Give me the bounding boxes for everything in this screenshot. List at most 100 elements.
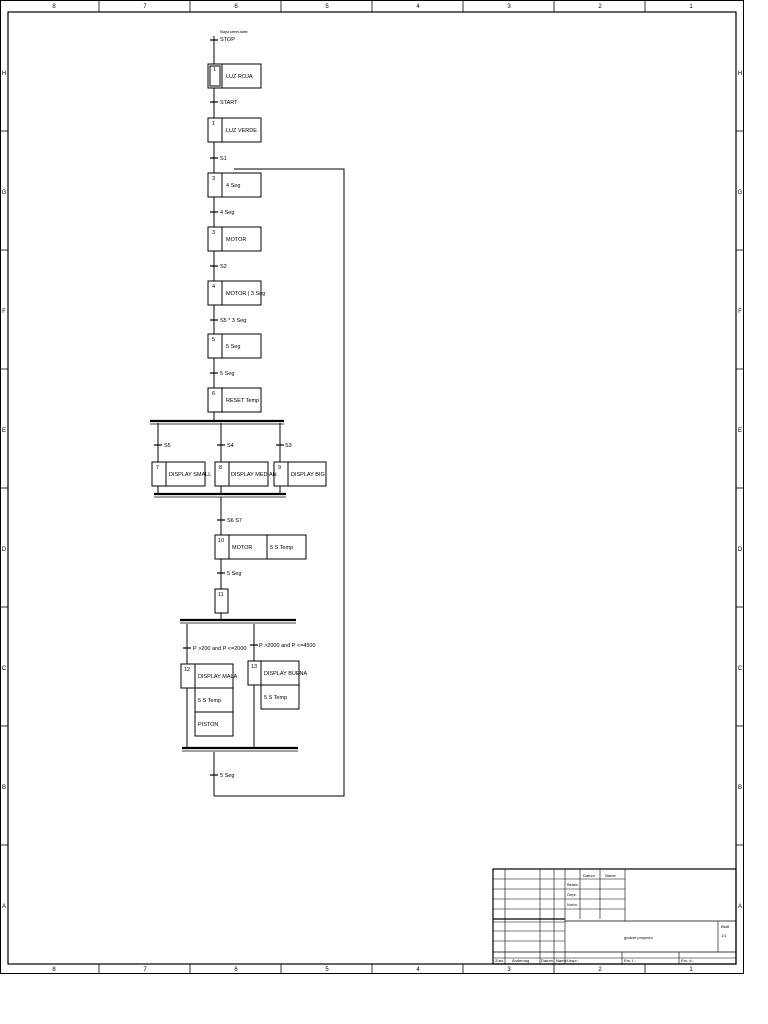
step-action: 5 S Temp — [198, 698, 221, 704]
col-label-4: 4 — [416, 967, 420, 973]
step-action: DISPLAY SMALL — [169, 472, 211, 478]
row-label-c: C — [738, 666, 743, 672]
footer-aenderung: Änderung — [512, 958, 529, 963]
col-label-8: 8 — [52, 967, 56, 973]
row-ruler — [0, 130, 744, 846]
title-block-row-norm: Norm. — [567, 902, 578, 907]
col-label-5: 5 — [325, 967, 329, 973]
column-labels-top: 8 7 6 5 4 3 2 1 — [52, 4, 693, 10]
footer-zust: Zust. — [495, 958, 504, 963]
step-action: LUZ VERDE — [226, 128, 257, 134]
row-label-a: A — [738, 904, 742, 910]
row-label-a: A — [2, 904, 6, 910]
col-label-7: 7 — [143, 967, 147, 973]
transition-5seg: 5 Seg — [220, 371, 234, 377]
col-label-6: 6 — [234, 967, 238, 973]
step-number: 12 — [184, 667, 190, 673]
step-box — [207, 333, 262, 359]
row-label-f: F — [2, 309, 6, 315]
step-box — [207, 280, 262, 306]
footer-ers-d: Ers. d.: — [681, 958, 694, 963]
row-label-b: B — [2, 785, 6, 791]
title-block-row-bearb: Bearb. — [567, 882, 579, 887]
step-number: 3 — [212, 176, 215, 182]
transition-start: START — [220, 100, 238, 106]
step-box — [207, 63, 262, 89]
step-number: 10 — [218, 538, 224, 544]
step-number: 8 — [219, 465, 222, 471]
column-ruler — [98, 0, 646, 974]
step-number: 7 — [156, 465, 159, 471]
step-number: 5 — [212, 337, 215, 343]
row-label-b: B — [738, 785, 742, 791]
step-box — [207, 387, 262, 413]
step-box — [214, 588, 229, 614]
column-labels-bottom: 8 7 6 5 4 3 2 1 — [52, 967, 693, 973]
step-action: 5 S Temp — [264, 695, 287, 701]
grafcet-transition-ticks — [154, 39, 284, 776]
transition-5seg-b: 5 Seg — [227, 571, 241, 577]
transition-s4: S4 — [227, 443, 234, 449]
initial-caption: Etapa street-table — [220, 30, 248, 34]
row-label-h: H — [2, 71, 6, 77]
col-label-6: 6 — [234, 4, 238, 10]
step-box — [207, 172, 262, 198]
step-number: 6 — [212, 391, 215, 397]
row-labels-left: H G F E D C B A — [2, 71, 7, 910]
col-label-1: 1 — [689, 4, 693, 10]
grafcet-steps — [151, 63, 327, 737]
title-block-text: Datum Name Bearb. Gepr. Norm. grafcet pr… — [495, 873, 730, 963]
row-labels-right: H G F E D C B A — [738, 71, 743, 910]
row-label-d: D — [738, 547, 743, 553]
col-label-5: 5 — [325, 4, 329, 10]
row-label-f: F — [738, 309, 742, 315]
col-label-8: 8 — [52, 4, 56, 10]
transition-5seg-c: 5 Seg — [220, 773, 234, 779]
row-label-g: G — [738, 190, 743, 196]
transition-s5: S5 — [164, 443, 171, 449]
step-number: 11 — [218, 592, 224, 598]
step-number: 13 — [251, 664, 257, 670]
step-action: MOTOR — [226, 237, 246, 243]
sheet-value: 1/1 — [721, 933, 727, 938]
col-label-3: 3 — [507, 4, 511, 10]
drawing-title: grafcet proyecto — [624, 935, 653, 940]
grafcet-step-actions: LUZ ROJA LUZ VERDE 4 Seg MOTOR MOTOR | 3… — [169, 74, 325, 728]
step-action: DISPLAY BIG — [291, 472, 325, 478]
step-action: 4 Seg — [226, 183, 240, 189]
grafcet-sync-bars — [150, 419, 298, 752]
step-action: RESET Temp — [226, 398, 259, 404]
step-box — [207, 117, 262, 143]
row-label-h: H — [738, 71, 742, 77]
col-label-2: 2 — [598, 967, 602, 973]
grafcet-transition-labels: Etapa street-table STOP START S1 4 Seg S… — [164, 30, 316, 779]
transition-4seg: 4 Seg — [220, 210, 234, 216]
title-block-name-header: Name — [605, 873, 616, 878]
col-label-7: 7 — [143, 4, 147, 10]
step-action: DISPLAY BUENA — [264, 671, 308, 677]
step-number: 4 — [212, 284, 215, 290]
step-number: 9 — [278, 465, 281, 471]
grafcet-step-numbers: 1 1 3 3 4 5 6 7 8 9 10 11 12 13 — [156, 67, 281, 673]
footer-ers-f: Ers. f.: — [624, 958, 636, 963]
step-box — [207, 226, 262, 252]
col-label-4: 4 — [416, 4, 420, 10]
step-number: 1 — [213, 67, 216, 73]
step-box — [151, 461, 206, 487]
step-action: DISPLAY MEDIAN — [231, 472, 277, 478]
step-number: 1 — [212, 121, 215, 127]
transition-stop: STOP — [220, 37, 235, 43]
step-action: LUZ ROJA — [226, 74, 253, 80]
transition-p-high: P >2000 and P <=4500 — [259, 643, 316, 649]
step-action: PISTON — [198, 722, 218, 728]
row-label-e: E — [738, 428, 742, 434]
footer-urspr: Urspr.: — [567, 958, 579, 963]
transition-s1: S1 — [220, 156, 227, 162]
row-label-c: C — [2, 666, 7, 672]
transition-s2: S2 — [220, 264, 227, 270]
step-action: MOTOR | 3 Seg — [226, 291, 265, 297]
step-action: 5 S Temp — [270, 545, 293, 551]
transition-s5-3seg: S5 * 3 Seg — [220, 318, 246, 324]
row-label-e: E — [2, 428, 6, 434]
